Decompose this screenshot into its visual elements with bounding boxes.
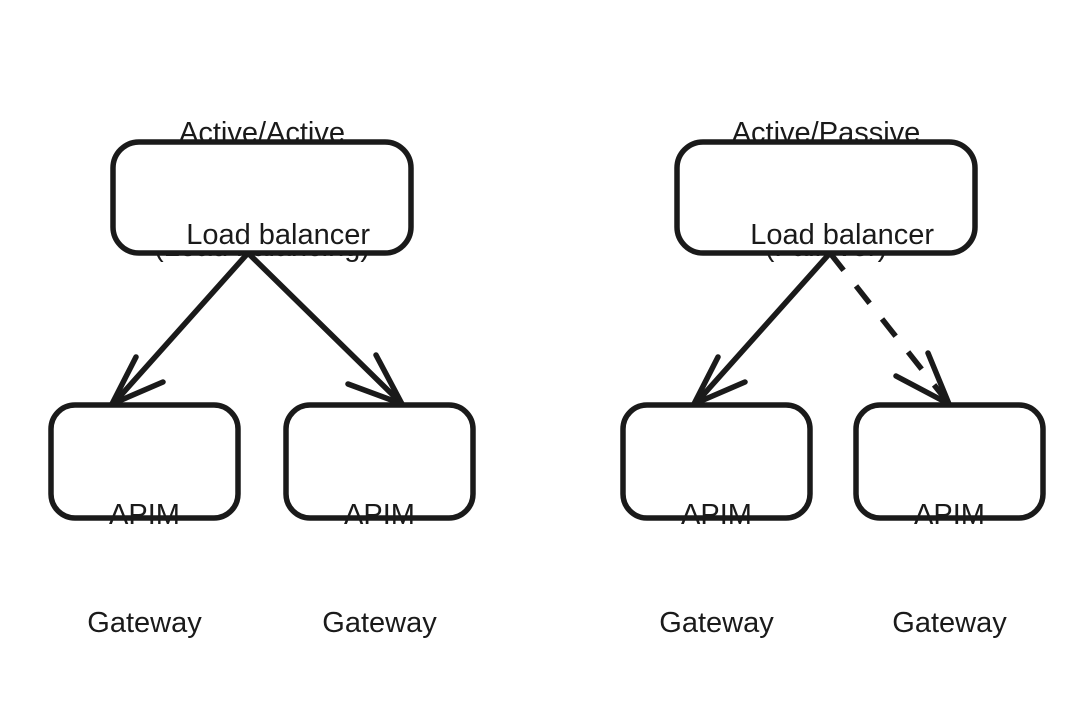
node-box-load-balancer-aa [110,139,414,256]
connector-ap-left [691,250,833,407]
gateway-text: Gateway [322,607,437,639]
gateway-text: Gateway [659,607,774,639]
connector-ap-right-dashed [827,251,952,407]
gateway-text: Gateway [892,607,1007,639]
gateway-text: Gateway [87,607,202,639]
node-box-apim-gateway-aa-2 [283,402,476,521]
node-box-apim-gateway-ap-1 [620,402,813,521]
connector-aa-left [109,250,251,407]
diagram-vector-layer [48,139,1046,521]
node-box-apim-gateway-aa-1 [48,402,241,521]
node-box-apim-gateway-ap-2 [853,402,1046,521]
connector-aa-right [245,250,405,407]
node-box-load-balancer-ap [674,139,978,256]
diagram-canvas: Active/Active (Load balancing) Active/Pa… [48,117,1046,639]
